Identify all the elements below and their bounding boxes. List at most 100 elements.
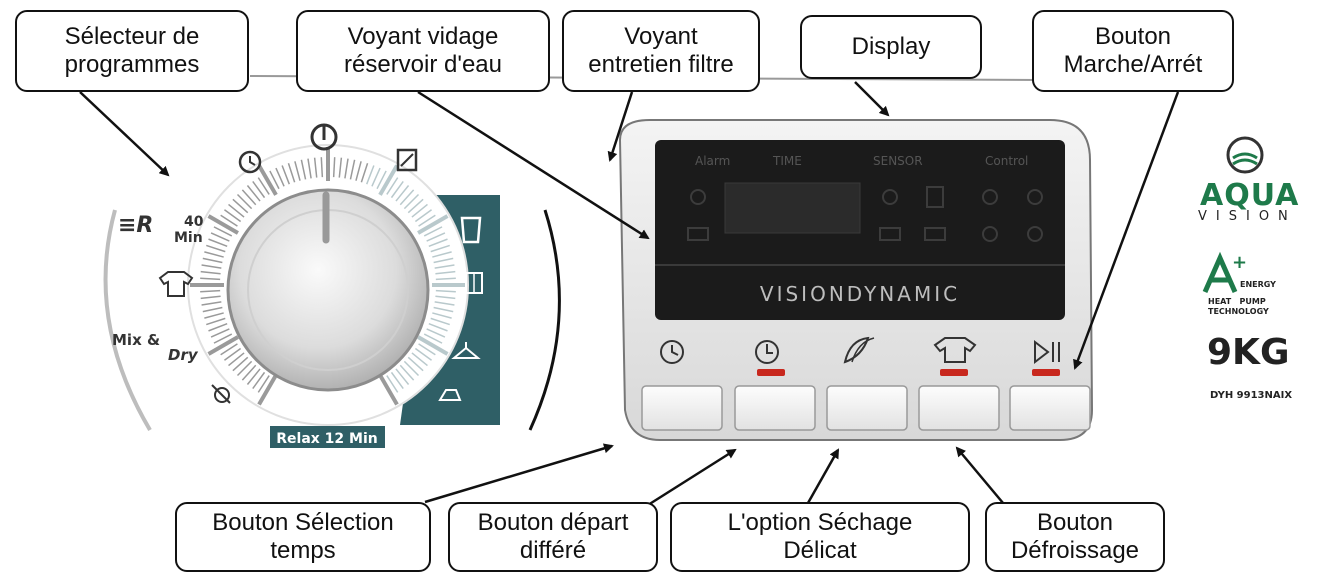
dial-tick <box>434 264 455 269</box>
control-indicator-1-icon <box>982 189 998 205</box>
iron-program-icon <box>438 389 462 401</box>
dial-tick <box>435 295 456 300</box>
dial-tick <box>281 165 290 185</box>
sensor-indicator-4-icon <box>924 227 946 241</box>
panel-header-control: Control <box>985 154 1028 168</box>
delay-start-button[interactable] <box>734 385 816 431</box>
callout-time-button: Bouton Sélection temps <box>175 502 431 572</box>
dial-label-40: 40 <box>184 214 204 230</box>
energy-plus-sign: + <box>1232 252 1247 273</box>
dial-tick <box>399 364 415 381</box>
energy-text: ENERGY <box>1240 280 1276 289</box>
dial-tick <box>202 257 223 264</box>
start-pause-icon <box>1034 339 1060 365</box>
dial-tick <box>206 244 226 253</box>
time-select-button[interactable] <box>641 385 723 431</box>
dial-tick <box>200 295 221 300</box>
energy-a-plus-icon <box>1202 251 1238 294</box>
dial-tick <box>208 238 228 247</box>
dial-tick <box>236 193 253 210</box>
dial-tick <box>433 306 454 313</box>
aqua-vision-logo-icon <box>1226 136 1264 174</box>
dial-label-mix: Mix & <box>112 331 160 349</box>
dial-tick <box>257 164 278 196</box>
dial-tick <box>200 277 221 281</box>
arrow-delay-button <box>647 448 737 507</box>
dial-relax-label: Relax 12 Min <box>276 431 377 447</box>
dial-tick <box>236 360 253 377</box>
power-symbol-icon <box>310 123 338 151</box>
panel-header-time: TIME <box>772 154 802 168</box>
start-pause-button[interactable] <box>1009 385 1091 431</box>
dial-tick <box>395 368 410 385</box>
dial-tick <box>241 189 257 206</box>
dial-tick <box>403 360 420 377</box>
svg-text:≡R: ≡R <box>118 213 153 238</box>
panel-header-alarm: Alarm <box>695 154 730 168</box>
dial-tick <box>435 270 456 275</box>
dial-tick <box>228 352 245 367</box>
dial-tick <box>430 244 450 253</box>
dial-tick <box>414 209 432 223</box>
callout-arrows <box>79 81 1180 507</box>
dial-tick <box>241 364 257 381</box>
control-indicator-4-icon <box>1027 226 1043 242</box>
sensor-indicator-3-icon <box>879 227 901 241</box>
dial-tick <box>426 328 446 338</box>
arrow-water-tank-light <box>417 90 650 240</box>
dial-tick <box>435 289 456 293</box>
arrow-time-button <box>424 443 614 504</box>
dial-tick <box>430 317 450 326</box>
dial-tick <box>403 193 420 210</box>
dial-tick <box>435 277 456 281</box>
capacity-text: 9KG <box>1207 332 1290 373</box>
dial-tick <box>210 232 230 242</box>
timer-select-icon <box>660 340 684 364</box>
arrow-program-selector <box>79 91 170 177</box>
dial-label-min: Min <box>174 230 203 246</box>
cupboard-program-icon <box>460 216 482 244</box>
dial-tick <box>399 189 415 206</box>
dial-tick <box>395 185 410 202</box>
arrow-filter-light <box>607 91 634 162</box>
express-program-icon: ≡R <box>118 213 153 238</box>
time-display-window <box>724 182 861 234</box>
dial-tick <box>257 375 270 393</box>
clock-icon <box>238 150 262 174</box>
dial-tick <box>246 185 261 202</box>
sensor-indicator-1-icon <box>882 189 898 205</box>
dial-tick <box>390 181 404 199</box>
dial-tick <box>386 375 399 393</box>
dial-tick <box>313 157 318 178</box>
dial-tick <box>300 159 307 180</box>
anti-crease-button[interactable] <box>918 385 1000 431</box>
dial-tick <box>307 158 312 179</box>
arrow-display <box>854 81 890 117</box>
dial-knob[interactable] <box>226 188 430 392</box>
panel-header-sensor: SENSOR <box>873 154 923 168</box>
dial-tick <box>386 177 399 195</box>
dial-tick <box>378 374 399 406</box>
dial-left-arc <box>103 209 152 432</box>
dial-tick <box>252 181 266 199</box>
dial-tick <box>366 165 375 185</box>
dial-tick <box>390 371 404 389</box>
refresh-program-icon <box>396 148 418 172</box>
technology-text: TECHNOLOGY <box>1208 307 1269 316</box>
dial-tick <box>204 251 224 258</box>
dial-tick <box>246 368 261 385</box>
dial-tick <box>208 323 228 332</box>
dial-tick <box>204 312 224 319</box>
dial-tick <box>232 356 249 372</box>
delicate-dry-button[interactable] <box>826 385 908 431</box>
dial-tick <box>320 157 324 178</box>
dial-tick <box>428 323 448 332</box>
arrow-delicate-option <box>806 448 840 504</box>
callout-wrinkle-button: Bouton Défroissage <box>985 502 1165 572</box>
dial-tick <box>407 356 424 372</box>
dial-tick <box>200 270 221 275</box>
dial-tick <box>411 352 428 367</box>
arrow-wrinkle-button <box>955 446 1004 504</box>
arrow-power-button <box>1073 91 1180 370</box>
